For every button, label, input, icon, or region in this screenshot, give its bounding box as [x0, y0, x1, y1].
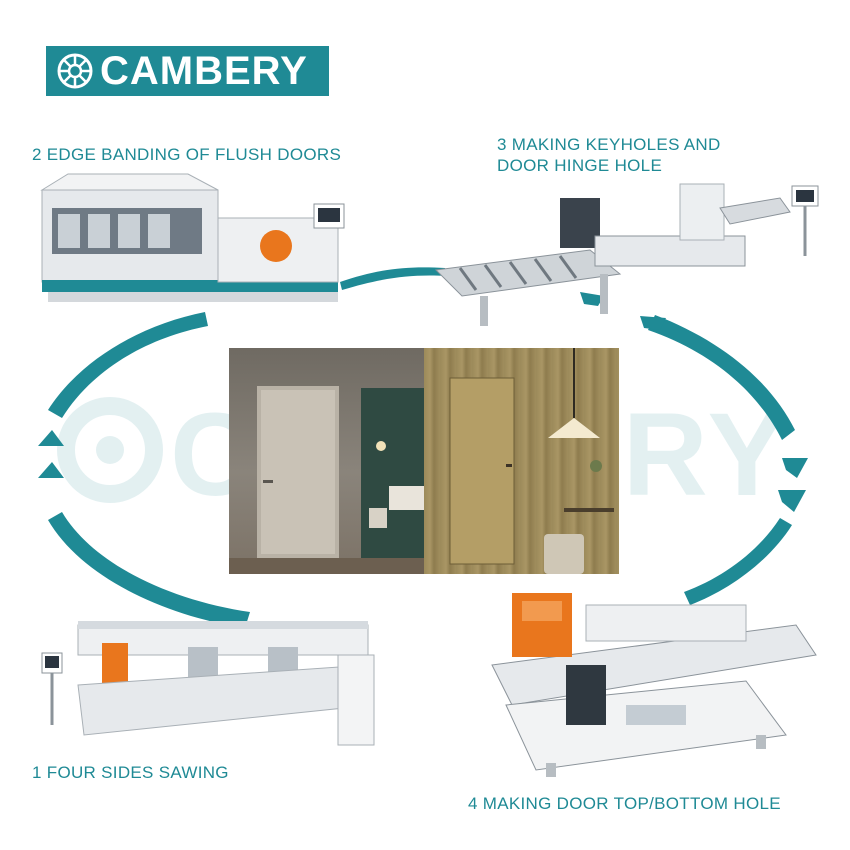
interior-door-photo: [229, 348, 619, 574]
step-3-line1: 3 MAKING KEYHOLES AND: [497, 135, 721, 154]
arrow-top: [340, 267, 447, 290]
chevron-right-2: [778, 490, 806, 512]
chevron-right-1: [782, 458, 808, 478]
chevron-key-2: [640, 316, 666, 330]
step-1-label: 1 FOUR SIDES SAWING: [32, 763, 229, 782]
brand-logo: CAMBERY: [46, 46, 329, 96]
chevron-left-2: [38, 430, 64, 446]
logo-emblem-icon: [57, 53, 93, 89]
keyhole-machine-image: [434, 183, 819, 326]
step-3-label: 3 MAKING KEYHOLES AND DOOR HINGE HOLE: [497, 134, 721, 176]
edge-banding-machine-image: [40, 173, 345, 302]
chevron-left-1: [38, 462, 64, 478]
step-4-label: 4 MAKING DOOR TOP/BOTTOM HOLE: [468, 794, 781, 813]
photo-right-room: [424, 348, 619, 574]
sawing-machine-image: [41, 621, 375, 746]
step-3-line2: DOOR HINGE HOLE: [497, 156, 663, 175]
step-2-label: 2 EDGE BANDING OF FLUSH DOORS: [32, 145, 342, 164]
brand-name: CAMBERY: [100, 49, 308, 93]
top-bottom-hole-machine-image: [491, 593, 817, 777]
arrow-right-upper: [648, 315, 795, 440]
chevron-key-1: [580, 292, 604, 306]
arrow-right-lower: [684, 518, 792, 605]
photo-left-room: [229, 348, 424, 574]
arrow-left-upper: [48, 312, 208, 418]
arrow-left-lower: [48, 512, 250, 628]
